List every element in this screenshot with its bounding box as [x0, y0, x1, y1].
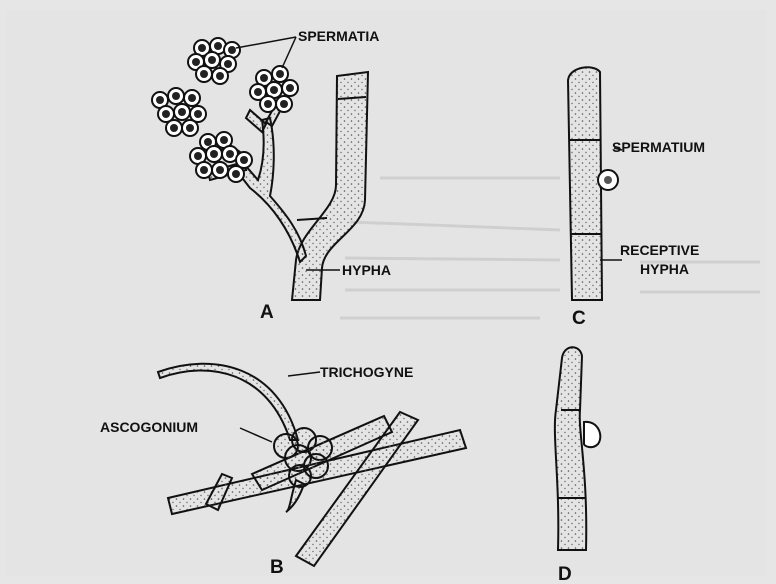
panel-label-c: C [572, 308, 586, 329]
label-receptive: RECEPTIVE [620, 242, 699, 258]
hypha-a-branches [236, 118, 306, 262]
spermatium-fused [584, 422, 600, 447]
label-receptive-hypha: HYPHA [640, 261, 689, 277]
panel-label-d: D [558, 564, 572, 584]
label-ascogonium: ASCOGONIUM [100, 419, 198, 435]
receptive-hypha-c [568, 67, 602, 300]
panel-label-a: A [260, 302, 274, 323]
label-spermatia: SPERMATIA [298, 28, 379, 44]
receptive-hypha-d [555, 347, 586, 550]
panel-label-b: B [270, 557, 284, 578]
panel-b: TRICHOGYNE ASCOGONIUM B [100, 364, 466, 578]
panel-c: SPERMATIUM RECEPTIVE HYPHA C [568, 67, 705, 329]
label-trichogyne: TRICHOGYNE [320, 364, 413, 380]
panel-d: D [555, 347, 600, 584]
label-spermatium: SPERMATIUM [612, 139, 705, 155]
label-hypha: HYPHA [342, 262, 391, 278]
panel-a: SPERMATIA HYPHA A [152, 28, 391, 323]
